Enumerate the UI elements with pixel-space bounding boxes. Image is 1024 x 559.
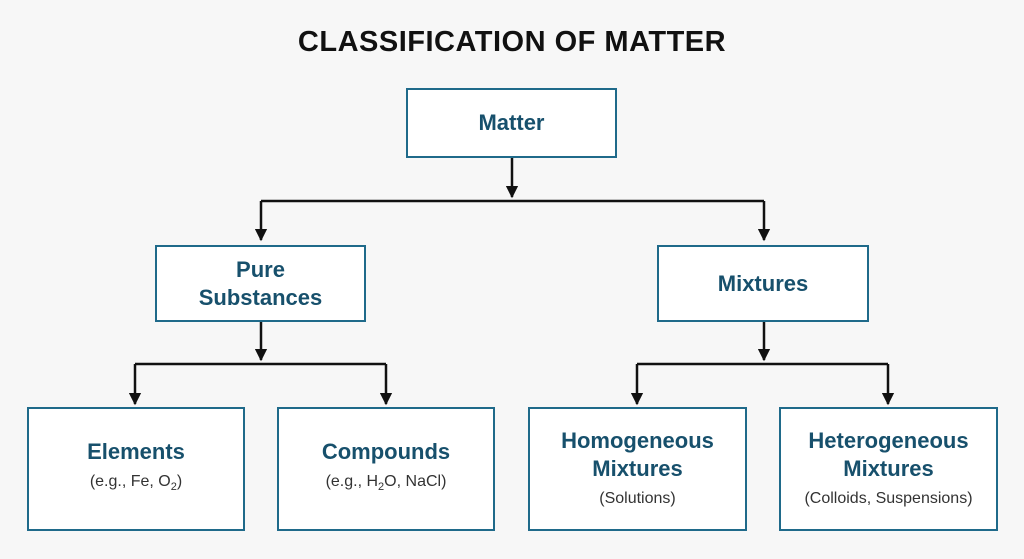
node-homogeneous-label-line2: Mixtures — [592, 456, 683, 481]
node-matter: Matter — [406, 88, 617, 158]
node-elements-label: Elements — [87, 439, 185, 465]
node-compounds-example: (e.g., H2O, NaCl) — [325, 473, 447, 494]
node-mixtures-label: Mixtures — [717, 270, 809, 296]
node-pure-label-line2: Substances — [198, 284, 323, 310]
node-compounds: Compounds (e.g., H2O, NaCl) — [277, 407, 495, 531]
node-elements: Elements (e.g., Fe, O2) — [27, 407, 245, 531]
node-homogeneous-label-line1: Homogeneous — [561, 428, 714, 453]
diagram-title: CLASSIFICATION OF MATTER — [297, 26, 727, 58]
node-mixtures: Mixtures — [657, 245, 869, 322]
node-heterogeneous-example: (Colloids, Suspensions) — [804, 490, 973, 507]
node-elements-example: (e.g., Fe, O2) — [89, 473, 183, 494]
node-homogeneous: Homogeneous Mixtures (Solutions) — [528, 407, 747, 531]
node-heterogeneous-label-line2: Mixtures — [843, 456, 934, 481]
node-homogeneous-example: (Solutions) — [599, 490, 676, 507]
node-heterogeneous: Heterogeneous Mixtures (Colloids, Suspen… — [779, 407, 998, 531]
node-heterogeneous-label-line1: Heterogeneous — [808, 428, 969, 453]
node-pure-label-line1: Pure — [236, 256, 285, 282]
node-matter-label: Matter — [478, 110, 545, 135]
node-compounds-label: Compounds — [321, 439, 451, 465]
node-pure-substances: Pure Substances — [155, 245, 366, 322]
